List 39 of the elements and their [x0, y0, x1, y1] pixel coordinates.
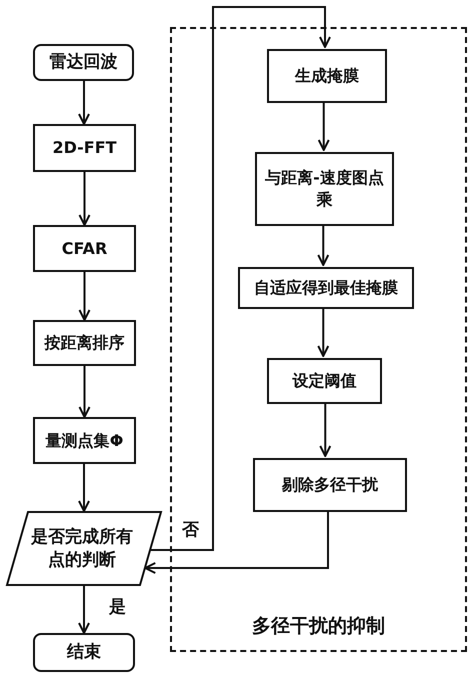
arrow: [318, 101, 330, 151]
terminal-box: [33, 44, 134, 81]
process-box: [33, 320, 136, 366]
arrow: [78, 172, 90, 226]
node-text: 按距离排序: [44, 332, 124, 354]
arrow: [150, 6, 331, 551]
process-box: [33, 225, 136, 272]
node-text: 2D-FFT: [52, 137, 117, 159]
node-text: 与距离-速度图点乘: [264, 167, 385, 211]
process-box: [253, 458, 407, 512]
dashed-group-frame: [170, 27, 467, 652]
terminal-box: [33, 633, 135, 672]
node-text: 量测点集Φ: [46, 430, 124, 452]
arrow: [317, 224, 330, 266]
process-box: [267, 358, 382, 404]
group-title: 多径干扰的抑制: [252, 614, 385, 640]
process-box: [255, 152, 394, 226]
arrow: [319, 402, 332, 457]
process-box: [238, 267, 414, 309]
node-text: 设定阈值: [292, 370, 356, 392]
arrow: [144, 510, 329, 574]
node-text: 自适应得到最佳掩膜: [254, 277, 398, 299]
node-text: 是否完成所有点的判断: [30, 526, 134, 572]
process-box: [33, 124, 136, 172]
edge-label: 是: [108, 595, 127, 618]
node-text: 剔除多径干扰: [282, 474, 378, 496]
arrow: [317, 307, 330, 357]
arrow: [78, 464, 90, 512]
process-box: [33, 417, 136, 464]
arrow: [78, 81, 90, 125]
decision-parallelogram: [6, 511, 162, 586]
node-text: 雷达回波: [50, 51, 118, 74]
arrow: [78, 586, 90, 634]
node-text: CFAR: [62, 238, 108, 260]
node-text: 结束: [67, 641, 101, 664]
arrow: [78, 366, 90, 418]
arrow: [78, 272, 90, 321]
process-box: [267, 49, 387, 103]
node-text: 生成掩膜: [295, 65, 359, 87]
